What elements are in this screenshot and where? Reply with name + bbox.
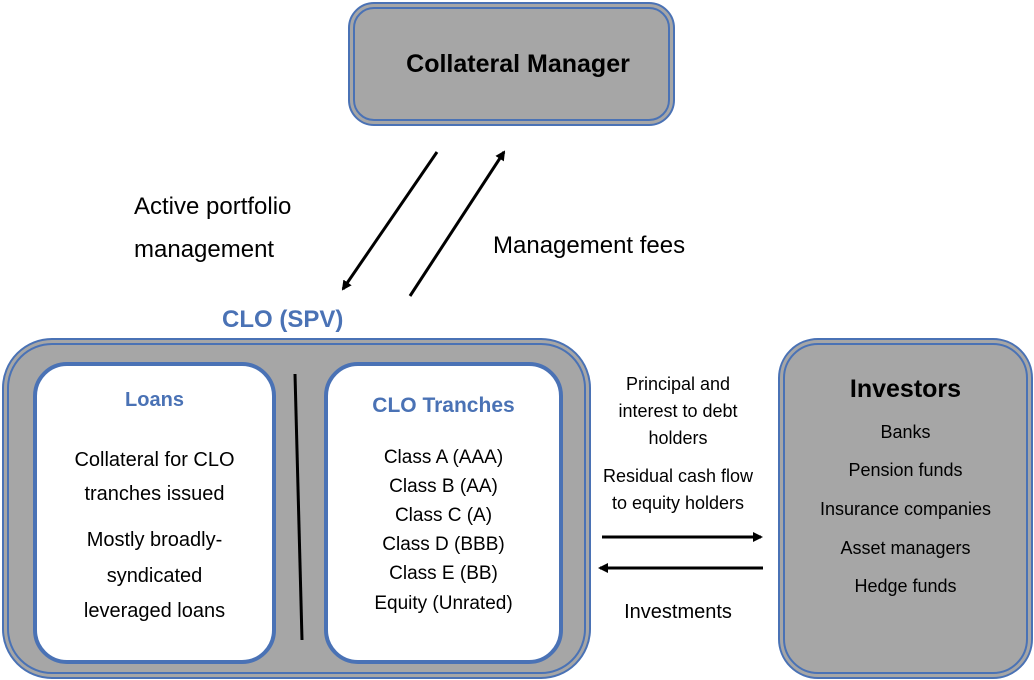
investors-box	[778, 338, 1033, 679]
principal-label: interest to debt	[618, 401, 738, 421]
active-management-label-1: Active portfolio	[134, 193, 292, 220]
active-management-label-2: management	[134, 236, 275, 263]
investor-item: Pension funds	[848, 460, 963, 480]
loans-box	[33, 362, 276, 664]
divider-line	[293, 373, 304, 641]
loans-line: Mostly broadly-	[86, 529, 223, 551]
tranche-item: Class A (AAA)	[383, 447, 504, 468]
arrow-fees-up	[408, 150, 506, 297]
investors-title: Investors	[849, 375, 962, 403]
loans-title: Loans	[125, 389, 184, 411]
tranches-title: CLO Tranches	[372, 394, 515, 417]
loans-line: leveraged loans	[83, 600, 226, 622]
collateral-manager-title: Collateral Manager	[406, 50, 630, 78]
investor-item: Insurance companies	[819, 499, 992, 519]
tranches-box	[324, 362, 563, 664]
tranche-item: Class B (AA)	[389, 476, 498, 497]
principal-label: holders	[648, 428, 708, 448]
clo-spv-title: CLO (SPV)	[222, 306, 344, 333]
residual-label: to equity holders	[611, 493, 745, 513]
tranche-item: Equity (Unrated)	[374, 593, 513, 614]
tranche-item: Class E (BB)	[389, 563, 498, 584]
principal-label: Principal and	[625, 374, 731, 394]
investor-item: Banks	[880, 422, 931, 442]
collateral-manager-box	[348, 2, 675, 126]
loans-line: tranches issued	[84, 483, 225, 505]
loans-line: syndicated	[106, 565, 203, 587]
tranche-item: Class D (BBB)	[382, 534, 505, 555]
arrow-management-down	[341, 151, 439, 291]
investor-item: Hedge funds	[854, 576, 957, 596]
loans-line: Collateral for CLO	[74, 449, 235, 471]
investor-item: Asset managers	[840, 538, 971, 558]
investments-label: Investments	[624, 601, 732, 623]
management-fees-label: Management fees	[493, 232, 686, 259]
tranche-item: Class C (A)	[394, 505, 493, 526]
residual-label: Residual cash flow	[602, 466, 754, 486]
